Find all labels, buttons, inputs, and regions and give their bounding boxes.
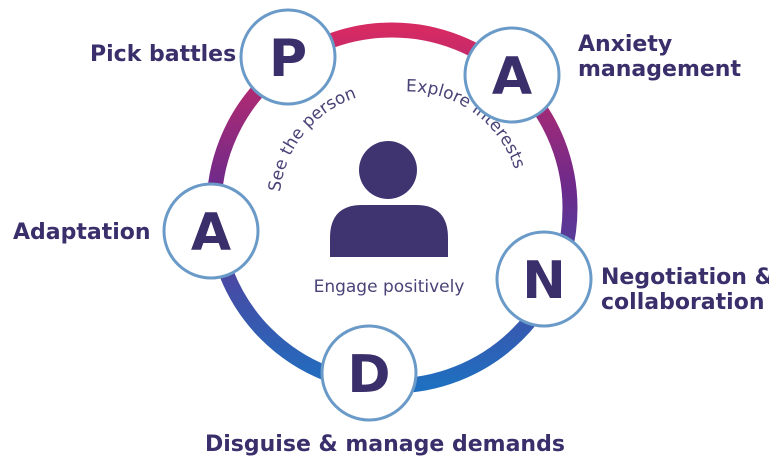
label-anxiety-management: Anxiety management (578, 32, 741, 82)
node-d: D (320, 324, 418, 422)
label-anxiety-line1: Anxiety (578, 32, 673, 57)
label-negotiation-collaboration: Negotiation & collaboration (601, 265, 769, 315)
node-n: N (495, 230, 593, 328)
label-adaptation: Adaptation (13, 220, 151, 245)
node-d-letter: D (347, 345, 390, 405)
person-icon (330, 141, 448, 257)
node-n-letter: N (522, 251, 566, 311)
label-pick-battles: Pick battles (90, 42, 237, 67)
label-negotiation-line1: Negotiation & (601, 265, 769, 290)
label-anxiety-line2: management (578, 57, 741, 82)
node-a-adaptation-letter: A (191, 203, 231, 263)
node-p: P (239, 8, 337, 106)
label-disguise-manage-demands: Disguise & manage demands (205, 432, 565, 457)
label-negotiation-line2: collaboration (601, 290, 765, 315)
node-a-adaptation: A (162, 182, 260, 280)
node-p-letter: P (269, 29, 307, 89)
engage-positively-text: Engage positively (314, 277, 465, 297)
node-a-anxiety: A (463, 26, 561, 124)
node-a-anxiety-letter: A (492, 47, 532, 107)
